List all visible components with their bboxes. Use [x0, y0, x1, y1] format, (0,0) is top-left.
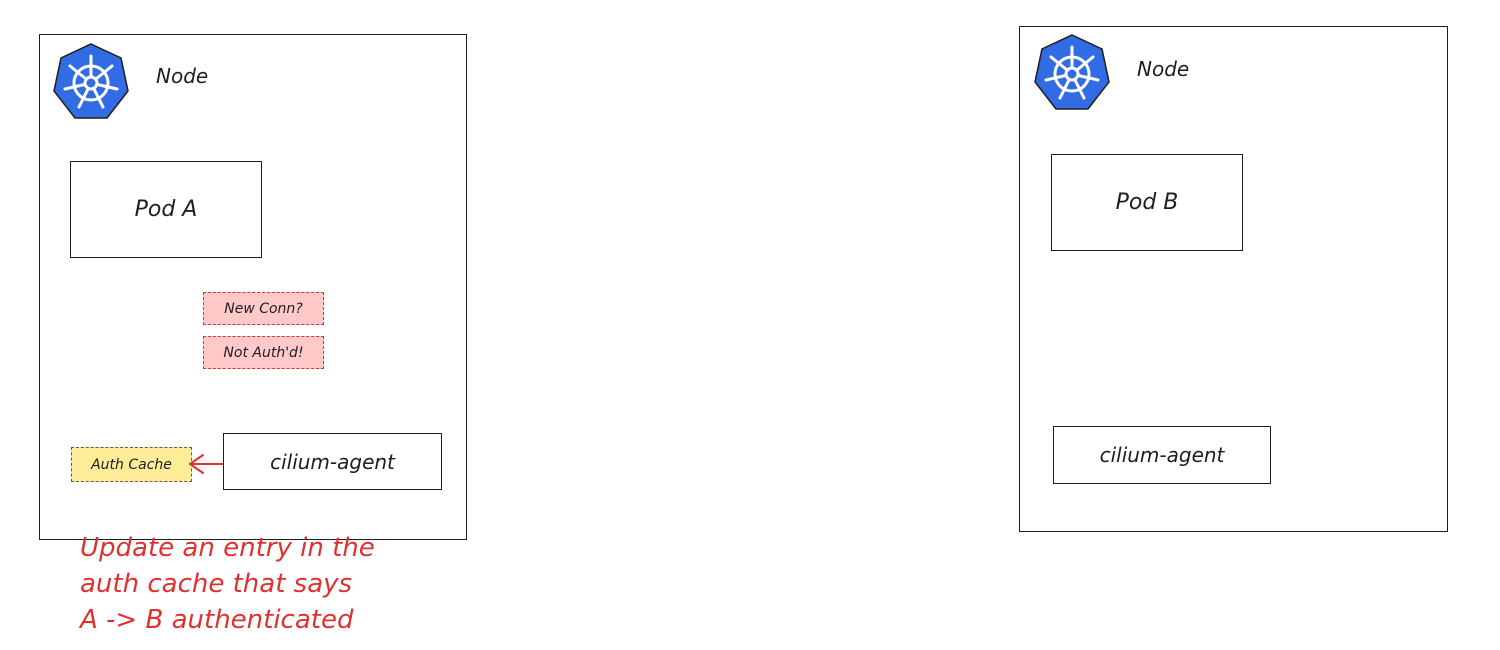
pod-b-box: Pod B [1051, 154, 1243, 251]
node-a-label: Node [156, 64, 209, 88]
cilium-agent-a-label: cilium-agent [270, 449, 395, 474]
auth-cache-box: Auth Cache [71, 447, 192, 482]
not-authenticated-label: Not Auth'd! [223, 344, 304, 361]
kubernetes-logo-icon [53, 43, 129, 119]
new-connection-label: New Conn? [224, 300, 303, 317]
annotation-text: Update an entry in the auth cache that s… [80, 530, 480, 638]
not-authenticated-status: Not Auth'd! [203, 336, 324, 369]
cilium-agent-b-label: cilium-agent [1099, 443, 1225, 467]
auth-cache-label: Auth Cache [91, 456, 172, 473]
annotation-line: Update an entry in the [80, 533, 375, 563]
new-connection-status: New Conn? [203, 292, 324, 325]
annotation-line: A -> B authenticated [80, 605, 354, 635]
cilium-agent-a-box: cilium-agent [223, 433, 442, 490]
kubernetes-logo-icon [1034, 34, 1110, 110]
pod-a-label: Pod A [134, 197, 198, 222]
annotation-line: auth cache that says [80, 569, 353, 599]
node-b-label: Node [1137, 57, 1190, 81]
cilium-agent-b-box: cilium-agent [1053, 426, 1271, 484]
pod-b-label: Pod B [1115, 190, 1179, 215]
pod-a-box: Pod A [70, 161, 262, 258]
